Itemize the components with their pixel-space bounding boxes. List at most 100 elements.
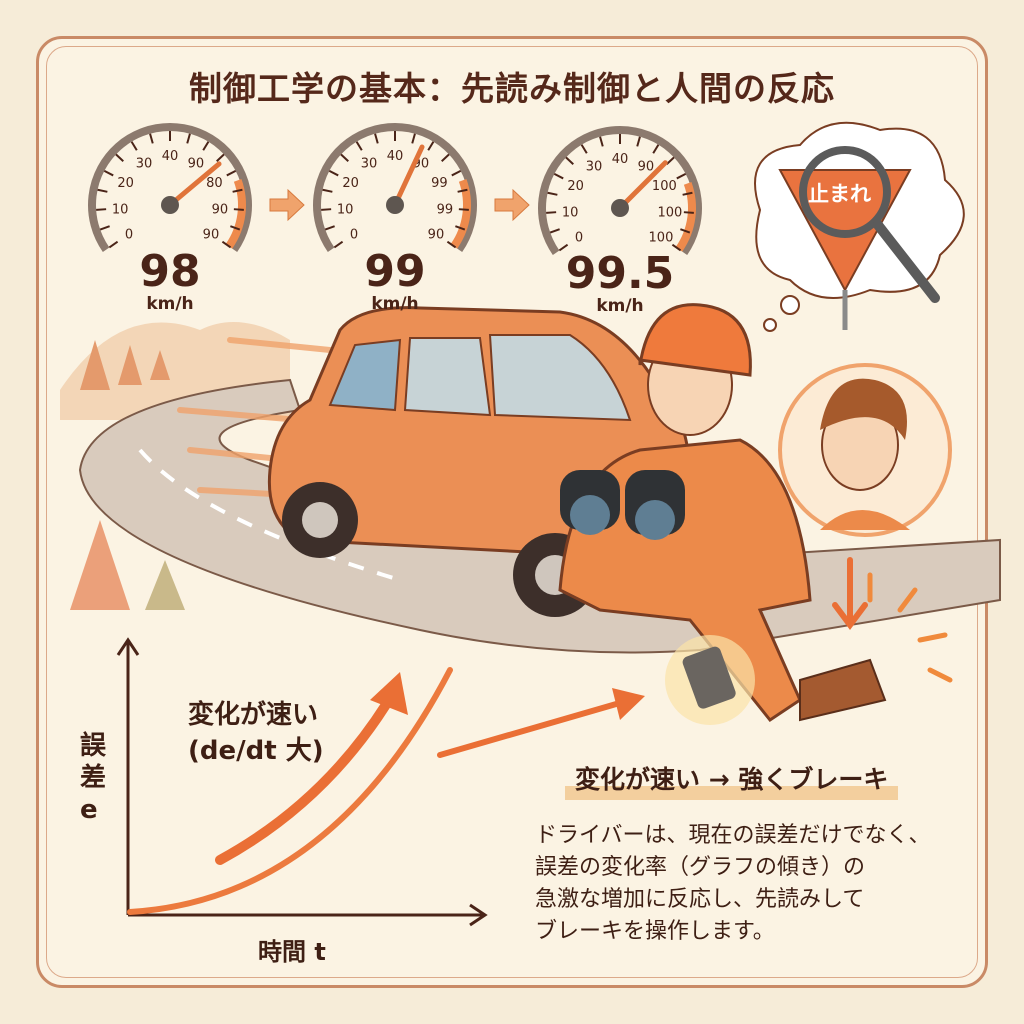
gauge-rim (88, 123, 252, 253)
gauge-tick (411, 133, 416, 144)
brake-pedal (665, 572, 953, 725)
gauge-hub (611, 199, 629, 217)
gauge-tick-label: 30 (586, 159, 603, 174)
gauge-tick (108, 240, 119, 249)
gauge-tick (676, 172, 687, 180)
gauge-tick-label: 100 (657, 205, 682, 220)
pointer-arrow (437, 697, 633, 758)
gauge-tick (455, 225, 466, 231)
gauge-tick-label: 90 (428, 228, 445, 243)
gauge-tick (216, 153, 225, 162)
speed-value: 99.5 (565, 248, 675, 299)
gauge-tick-label: 90 (188, 156, 205, 171)
gauge-tick-label: 10 (337, 202, 354, 217)
gauge-tick-label: 10 (562, 205, 579, 220)
gauge-tick-label: 40 (162, 149, 179, 164)
gauge-tick (549, 228, 560, 234)
gauge-tick-label: 0 (575, 231, 583, 246)
gauge-tick (680, 228, 691, 234)
right-arrow-icon (269, 188, 305, 222)
gauge-tick-label: 90 (212, 202, 229, 217)
gauge-tick-label: 80 (206, 176, 223, 191)
gauge-tick (221, 240, 232, 249)
y-axis-label: 誤差 e (80, 731, 107, 825)
gauge-tick-label: 40 (387, 149, 404, 164)
annotation-line-1: 変化が速い (188, 700, 319, 730)
gauge-tick-label: 40 (612, 152, 629, 167)
gauge-tick (671, 243, 682, 252)
x-axis-label: 時間 t (258, 938, 326, 966)
gauge-tick (333, 240, 344, 249)
gauge-tick-label: 0 (350, 228, 358, 243)
gauge-rim (313, 123, 477, 253)
gauge-tick (457, 188, 468, 193)
gauge-tick (202, 141, 210, 151)
gauge-tick-label: 20 (567, 179, 584, 194)
gauge-tick (96, 208, 107, 211)
gauge-tick (130, 141, 138, 151)
caption-headline: 変化が速い → 強くブレーキ (565, 760, 899, 800)
gauge-redzone (225, 179, 246, 249)
gauge-needle (167, 161, 222, 208)
gauge-tick-label: 90 (638, 159, 655, 174)
gauge-tick (451, 169, 462, 177)
gauge-tick (683, 211, 694, 214)
gauge-tick-label: 100 (652, 179, 677, 194)
gauge-tick (328, 169, 339, 177)
gauge-tick (232, 188, 243, 193)
speed-value: 99 (364, 246, 426, 297)
down-arrow-icon (832, 557, 868, 630)
gauge-tick (546, 211, 557, 214)
gauge-tick-label: 90 (203, 228, 220, 243)
gauge-tick (149, 133, 154, 144)
gauge-tick (230, 225, 241, 231)
gauge-tick (115, 153, 124, 162)
gauge-tick-label: 20 (117, 176, 134, 191)
caption-line: ドライバーは、現在の誤差だけでなく、 (535, 823, 931, 848)
gauge-tick (355, 141, 363, 151)
gauge-tick (186, 133, 191, 144)
speed-readout-1: 98 km/h (139, 246, 201, 315)
gauge-tick (374, 133, 379, 144)
gauge-tick-label: 0 (125, 228, 133, 243)
gauge-tick (682, 191, 693, 196)
gauge-tick (547, 191, 558, 196)
gauge-tick (340, 153, 349, 162)
speed-value: 98 (139, 246, 201, 297)
gauge-redzone (450, 179, 471, 249)
stop-sign-text: 止まれ (808, 182, 871, 206)
gauge-tick (226, 169, 237, 177)
gauge-tick (565, 156, 574, 165)
caption-line: ブレーキを操作します。 (535, 919, 775, 944)
right-arrow-icon (494, 188, 530, 222)
gauge-tick (636, 136, 641, 147)
gauge-tick (233, 208, 244, 211)
speed-unit: km/h (146, 294, 194, 314)
speed-unit: km/h (596, 296, 644, 316)
gauge-tick (427, 141, 435, 151)
thought-bubble (754, 121, 965, 332)
speed-readout-2: 99 km/h (364, 246, 426, 315)
gauge-needle (617, 160, 668, 211)
driver-with-binoculars (558, 303, 887, 723)
gauge-redzone (675, 182, 696, 252)
gauge-tick-label: 100 (649, 231, 674, 246)
gauge-tick-label: 20 (342, 176, 359, 191)
error-graph (116, 637, 645, 927)
caption-line: 誤差の変化率（グラフの傾き）の (535, 855, 866, 880)
gauge-tick (324, 225, 335, 231)
gauge-tick (446, 240, 457, 249)
gauge-tick (558, 243, 569, 252)
gauge-rim (538, 126, 702, 256)
gauge-tick (99, 225, 110, 231)
gauge-tick-label: 10 (112, 202, 129, 217)
caption-line: 急激な増加に反応し、先読みして (535, 887, 865, 912)
error-curve (127, 667, 453, 915)
gauge-hub (386, 196, 404, 214)
gauge-tick (553, 172, 564, 180)
gauge-tick (322, 188, 333, 193)
